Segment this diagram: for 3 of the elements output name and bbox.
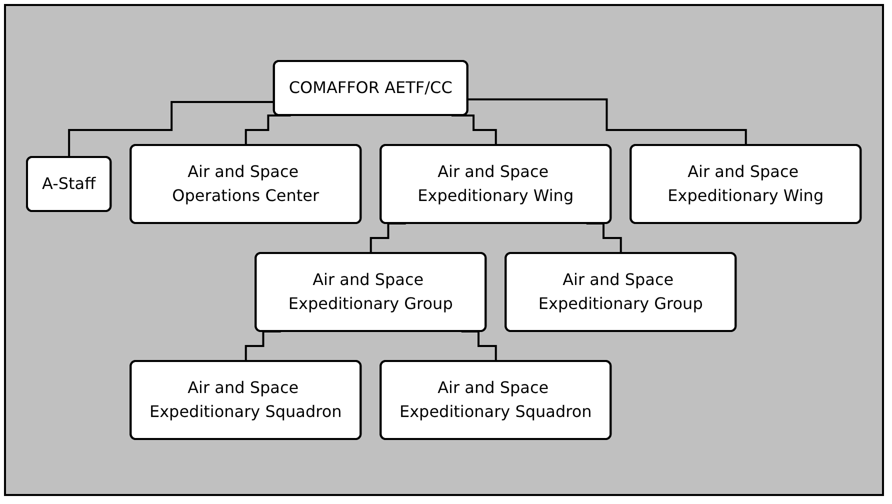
diagram-background: COMAFFOR AETF/CC A-Staff Air and Space Operations Center Air and Space Expeditionary Wing Air and Space Expeditionary Wing Air and Space Expeditionary Group Air and Space Expeditionary Group Air and Space Expeditionary Squadron Air and Space Expeditionary Squadron [4,4,884,496]
connector [468,98,748,146]
connector [68,100,275,158]
